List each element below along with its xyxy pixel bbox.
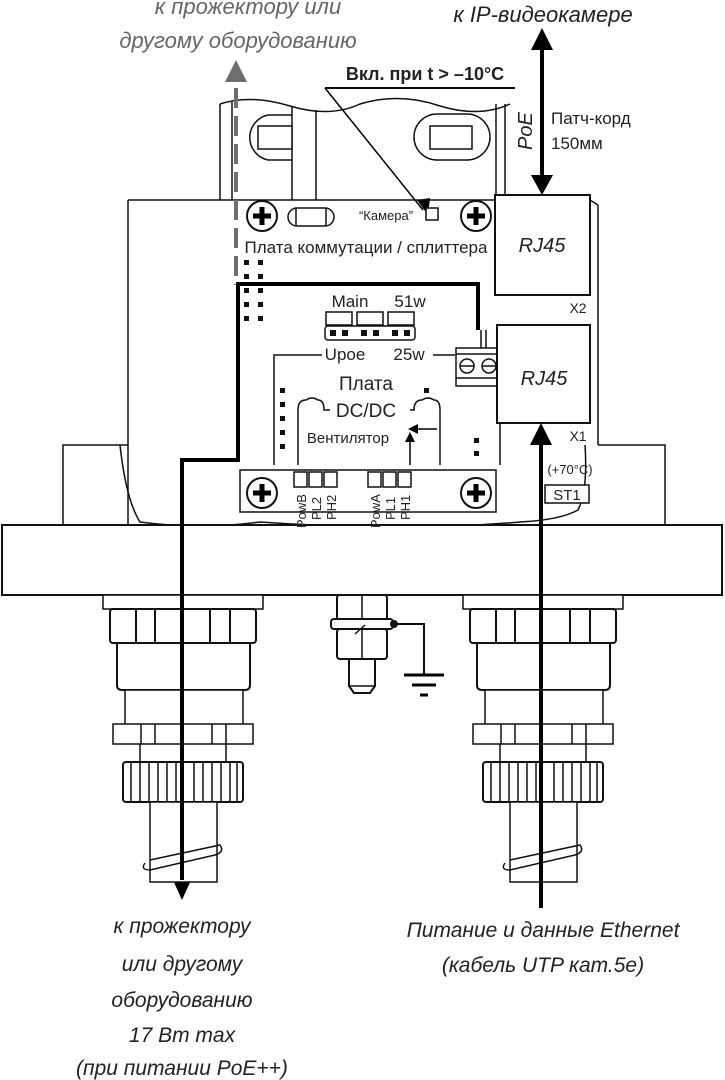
patch-cord-label-line2: 150мм <box>551 134 603 153</box>
screw-bottom-right <box>460 477 492 509</box>
bracket-slot-right <box>413 113 491 161</box>
led-group-b <box>293 471 338 488</box>
ground-symbol-icon <box>404 673 444 697</box>
led-pl2-label: PL2 <box>309 497 324 520</box>
fan-mount-left <box>297 397 330 465</box>
rj45-x1-ref: X1 <box>569 428 586 444</box>
grounding-bolt <box>330 594 444 697</box>
jumper-main-label: Main <box>332 292 369 311</box>
bottom-left-label-line4: 17 Вт max <box>129 1024 237 1047</box>
led-powa-label: PowA <box>368 494 383 528</box>
thermostat-temperature: (+70°C) <box>547 462 592 477</box>
jumper-51w-label: 51w <box>394 292 426 311</box>
jumper-upoe-label: Upoe <box>325 345 366 364</box>
camera-jumper-pad <box>425 207 439 221</box>
bottom-left-label-line5: (при питании PoE++) <box>76 1057 288 1080</box>
bottom-right-label: Питание и данные Ethernet (кабель UTP ка… <box>407 919 681 977</box>
screw-top-right <box>460 200 492 232</box>
patch-cord-arrow-up <box>531 28 553 50</box>
screw-bottom-left <box>246 477 278 509</box>
bottom-left-label: к прожектору или другому оборудованию 17… <box>76 915 288 1080</box>
jumper-25w-label: 25w <box>393 345 425 364</box>
rj45-x2[interactable]: RJ45 X2 <box>494 194 591 316</box>
mounting-bracket <box>219 97 511 200</box>
fan-mount-right <box>410 397 441 465</box>
terminal-block <box>455 330 503 387</box>
camera-jumper-label: “Камера” <box>359 208 413 223</box>
auxiliary-output-up-arrow <box>225 60 247 82</box>
patch-cord-label-line1: Патч-корд <box>551 109 631 128</box>
rj45-x1-label: RJ45 <box>521 368 569 390</box>
bottom-left-label-line3: оборудованию <box>111 989 252 1012</box>
led-ph1-label: PH1 <box>398 495 413 520</box>
pin-header-dots <box>244 260 263 321</box>
auxiliary-output-down-arrow <box>172 878 192 900</box>
heater-leader-line <box>324 87 424 211</box>
ethernet-input-arrow-up <box>530 423 552 445</box>
rj45-x2-ref: X2 <box>569 300 586 316</box>
bracket-slot-left <box>249 114 292 161</box>
cable-tie-right <box>502 844 583 871</box>
splitter-board-title: Плата коммутации / сплиттера <box>245 238 489 257</box>
led-powb-label: PowB <box>294 494 309 528</box>
thermostat-st1-label: ST1 <box>553 487 581 504</box>
led-ph2-label: PH2 <box>324 495 339 520</box>
bottom-left-label-line1: к прожектору <box>114 915 252 938</box>
dcdc-board-label-line1: Плата <box>339 374 393 395</box>
dcdc-board-label-line2: DC/DC <box>336 401 396 422</box>
bottom-left-label-line2: или другому <box>122 953 244 976</box>
rj45-x1[interactable]: RJ45 X1 <box>496 324 591 444</box>
led-pl1-label: PL1 <box>383 497 398 520</box>
auxiliary-output-cable <box>180 282 480 880</box>
top-left-label-line1: к прожектору или <box>155 0 341 19</box>
led-group-a <box>367 471 412 488</box>
thermostat-st1-box <box>544 484 590 504</box>
cable-tie-left <box>142 844 223 871</box>
heater-threshold-label: Вкл. при t > –10°С <box>346 64 504 84</box>
poe-label: PoE <box>515 112 537 150</box>
splitter-board: “Камера” Плата коммутации / сплиттера Ma… <box>239 200 503 528</box>
enclosure <box>62 199 666 528</box>
power-mode-jumpers[interactable] <box>324 311 416 341</box>
enclosure-flange <box>1 524 723 596</box>
bottom-right-label-line1: Питание и данные Ethernet <box>407 919 681 942</box>
ground-wire <box>394 623 425 675</box>
fan-label: Вентилятор <box>307 430 389 447</box>
screw-top-left <box>246 200 278 232</box>
bottom-right-label-line2: (кабель UTP кат.5е) <box>442 954 644 977</box>
top-left-label-line2: другому оборудованию <box>119 28 356 53</box>
patch-cord-arrow-down <box>531 175 553 195</box>
top-left-label: к прожектору или другому оборудованию <box>119 0 356 53</box>
rj45-x2-label: RJ45 <box>519 235 567 257</box>
fuse-icon <box>287 207 335 227</box>
top-right-label: к IP-видеокамере <box>453 2 632 27</box>
